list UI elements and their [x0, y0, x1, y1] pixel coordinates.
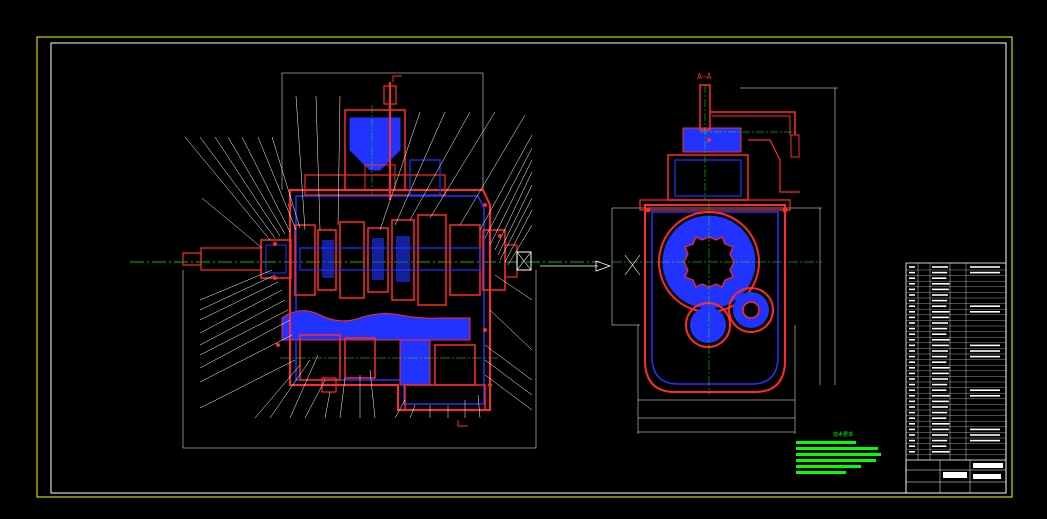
parts-list-row [932, 423, 950, 425]
parts-list-row [909, 423, 915, 425]
parts-list-row [909, 378, 915, 380]
parts-list-row [909, 367, 915, 369]
section-view-main[interactable] [130, 72, 600, 449]
parts-list-row [932, 428, 949, 431]
parts-list-row [970, 434, 1000, 436]
outer-frame [36, 36, 1013, 498]
parts-list-row [932, 283, 950, 285]
parts-list-row [932, 350, 948, 352]
parts-list-row [970, 266, 1000, 268]
parts-list-row [932, 411, 948, 414]
parts-list-row [909, 361, 915, 363]
parts-list-row [932, 445, 947, 447]
parts-list-row [909, 305, 915, 307]
parts-list-row [909, 406, 915, 408]
parts-list-row [909, 428, 915, 431]
parts-list-row [932, 400, 949, 403]
parts-list-row [932, 361, 947, 363]
parts-list-row [932, 339, 950, 341]
parts-list-row [970, 271, 1000, 274]
parts-list-row [909, 322, 915, 324]
parts-list-row [932, 372, 949, 375]
parts-list-row [970, 389, 1000, 391]
parts-list-row [932, 311, 950, 313]
parts-list-row [970, 428, 1000, 431]
parts-list-row [909, 355, 915, 358]
parts-list-row [970, 311, 1000, 313]
parts-list-row [970, 355, 1000, 358]
parts-list-row [932, 277, 947, 279]
parts-list-row [932, 389, 947, 391]
parts-list-row [932, 294, 948, 296]
parts-list-row [932, 451, 950, 453]
parts-list-row [909, 439, 915, 442]
parts-list-row [909, 389, 915, 391]
parts-list-row [909, 417, 915, 419]
parts-list-row [909, 400, 915, 403]
section-view-aa[interactable]: A—A [611, 72, 838, 434]
inner-border [50, 42, 1007, 494]
parts-list-row [932, 439, 948, 442]
parts-list-row [909, 350, 915, 352]
parts-list-row [909, 299, 915, 302]
parts-list-row [932, 333, 947, 335]
parts-list-row [909, 333, 915, 335]
parts-list-row [909, 411, 915, 414]
parts-list-row [909, 294, 915, 296]
parts-list-row [932, 434, 948, 436]
parts-list-row [909, 283, 915, 285]
parts-list-row [909, 288, 915, 291]
parts-list-row [932, 355, 948, 358]
parts-list-row [932, 299, 948, 302]
notes-title: 技术要求 [833, 431, 853, 438]
parts-list-row [932, 327, 948, 330]
parts-list-row [909, 316, 915, 319]
parts-list-row [970, 439, 1000, 442]
parts-list-row [909, 327, 915, 330]
parts-list-row [909, 266, 915, 268]
parts-list-row [932, 395, 950, 397]
parts-list-row [909, 344, 915, 347]
parts-list-row [909, 451, 915, 453]
technical-notes: 技术要求 [796, 431, 881, 474]
parts-list-row [932, 383, 948, 386]
parts-list-row [932, 417, 947, 419]
parts-list-table[interactable] [905, 262, 1007, 494]
parts-list-row [932, 266, 948, 268]
title-block [905, 459, 1007, 494]
parts-list-row [909, 271, 915, 274]
parts-list-row [909, 277, 915, 279]
section-label: A—A [697, 72, 712, 81]
parts-list-row [909, 372, 915, 375]
parts-list-row [932, 406, 948, 408]
parts-list-row [932, 367, 950, 369]
parts-list-row [909, 445, 915, 447]
parts-list-row [932, 316, 949, 319]
parts-list-row [970, 350, 1000, 352]
parts-list-row [970, 305, 1000, 307]
parts-list-row [970, 395, 1000, 397]
parts-list-row [932, 344, 949, 347]
parts-list-row [909, 434, 915, 436]
parts-list-row [909, 395, 915, 397]
parts-list-row [932, 271, 948, 274]
parts-list-row [932, 288, 949, 291]
parts-list-row [909, 339, 915, 341]
parts-list-row [932, 322, 948, 324]
parts-list-row [932, 378, 948, 380]
parts-list-row [932, 305, 947, 307]
parts-list-row [909, 311, 915, 313]
view-direction-arrow [540, 260, 612, 272]
parts-list-row [970, 344, 1000, 347]
parts-list-row [909, 383, 915, 386]
